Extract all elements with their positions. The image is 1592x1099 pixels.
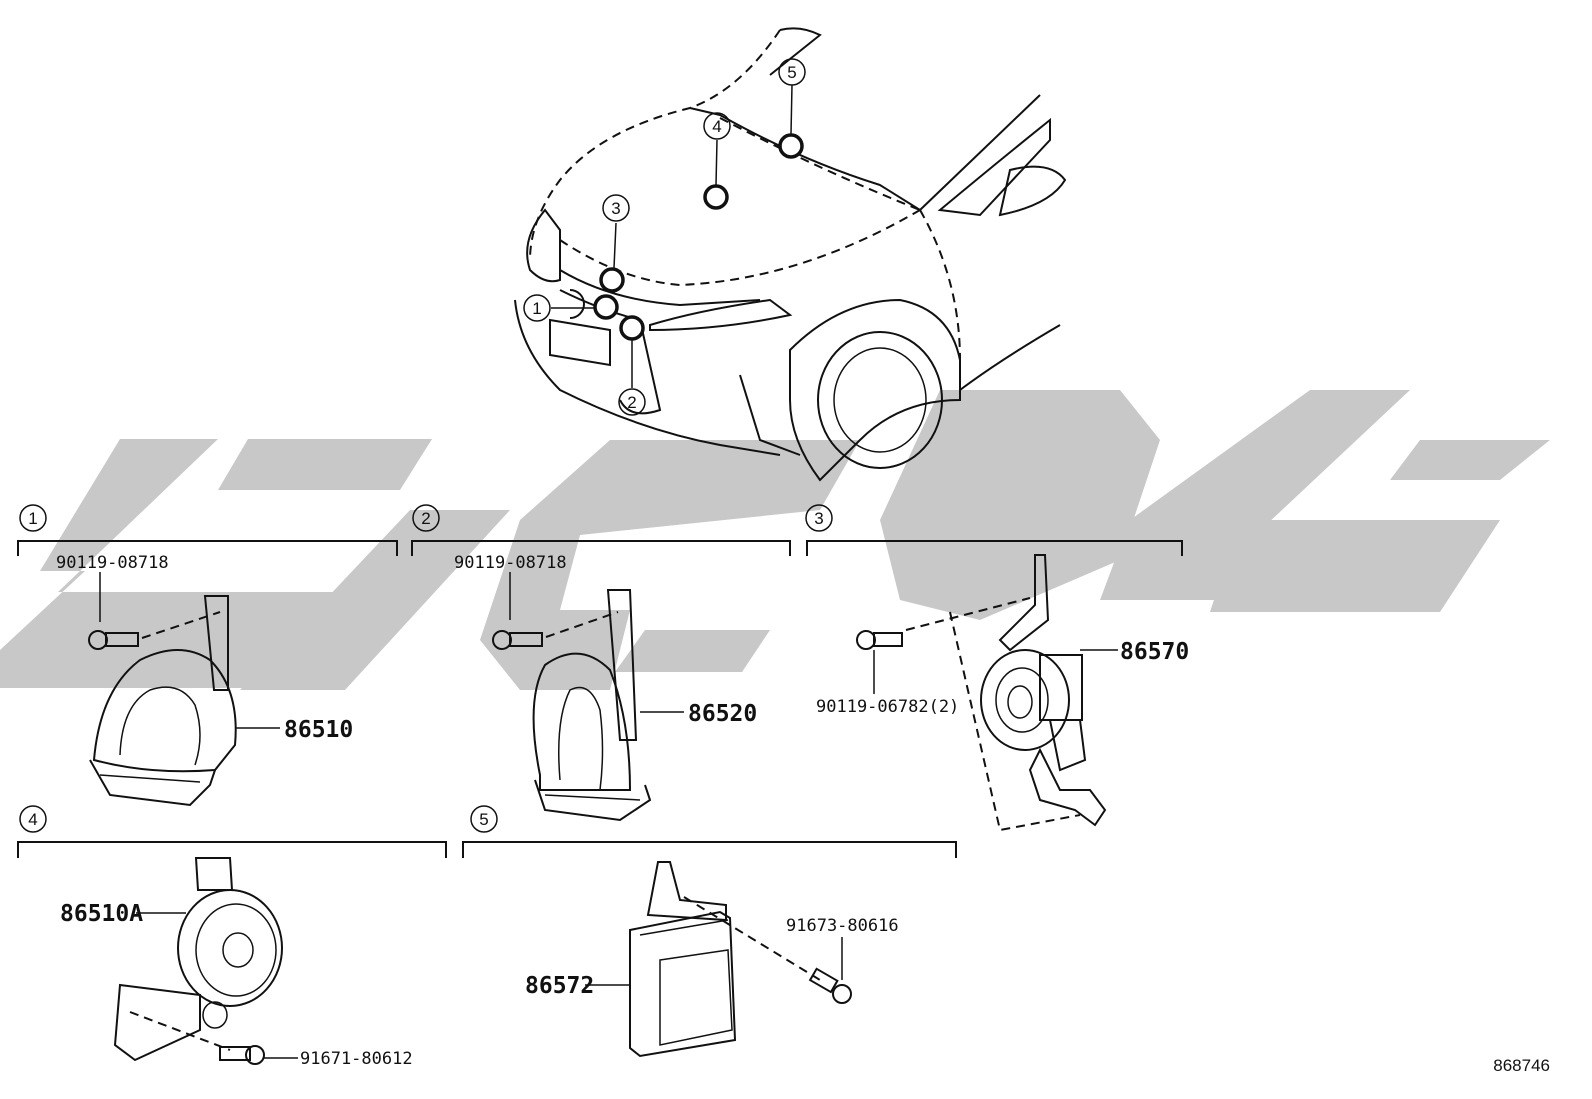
group-callout-5: 5 — [479, 810, 488, 829]
group-callout-3: 3 — [814, 509, 823, 528]
location-markers — [551, 84, 804, 388]
bolt-icon — [808, 967, 852, 1004]
car-callout-2: 2 — [627, 393, 636, 412]
car-callout-1: 1 — [532, 299, 541, 318]
location-marker-3 — [599, 267, 625, 293]
part-number-90119-06782: 90119-06782(2) — [816, 697, 959, 717]
group-3-parts: 90119-06782(2) 86570 — [816, 554, 1189, 832]
horn-icon — [113, 857, 283, 1062]
part-number-86570: 86570 — [1120, 639, 1189, 665]
part-number-90119-08718-a: 90119-08718 — [56, 553, 169, 573]
part-number-86520: 86520 — [688, 701, 757, 727]
location-marker-4 — [703, 184, 729, 210]
ecu-module-icon — [629, 861, 737, 1058]
group-1-parts: 90119-08718 86510 — [56, 553, 353, 807]
group-callout-1: 1 — [28, 509, 37, 528]
horn-icon — [89, 595, 237, 807]
car-callout-5: 5 — [787, 63, 796, 82]
group-4-parts: 86510A 91671-80612 — [60, 857, 413, 1069]
car-callout-3: 3 — [611, 199, 620, 218]
location-marker-1 — [593, 294, 619, 320]
bolt-icon — [88, 630, 139, 650]
part-number-86510: 86510 — [284, 717, 353, 743]
part-number-86572: 86572 — [525, 973, 594, 999]
bolt-icon — [492, 630, 543, 650]
car-callout-4: 4 — [712, 117, 721, 136]
car-callouts: 1 2 3 4 5 — [523, 58, 806, 416]
location-marker-2 — [619, 315, 645, 341]
part-number-90119-08718-b: 90119-08718 — [454, 553, 567, 573]
group-2-parts: 90119-08718 86520 — [454, 553, 757, 822]
part-number-91673-80616: 91673-80616 — [786, 916, 899, 936]
group-callout-4: 4 — [28, 810, 37, 829]
bolt-icon — [856, 630, 903, 650]
vehicle-front-illustration — [514, 27, 1067, 482]
siren-icon — [980, 554, 1107, 827]
horn-icon — [532, 589, 652, 822]
part-number-86510A: 86510A — [60, 901, 143, 927]
part-number-91671-80612: 91671-80612 — [300, 1049, 413, 1069]
group-5-parts: 86572 91673-80616 — [525, 861, 899, 1058]
group-callout-2: 2 — [421, 509, 430, 528]
group-brackets: 1 2 3 4 5 — [17, 504, 1183, 858]
diagram-reference-id: 868746 — [1493, 1056, 1550, 1075]
bolt-icon — [219, 1045, 265, 1065]
location-marker-5 — [778, 133, 804, 159]
